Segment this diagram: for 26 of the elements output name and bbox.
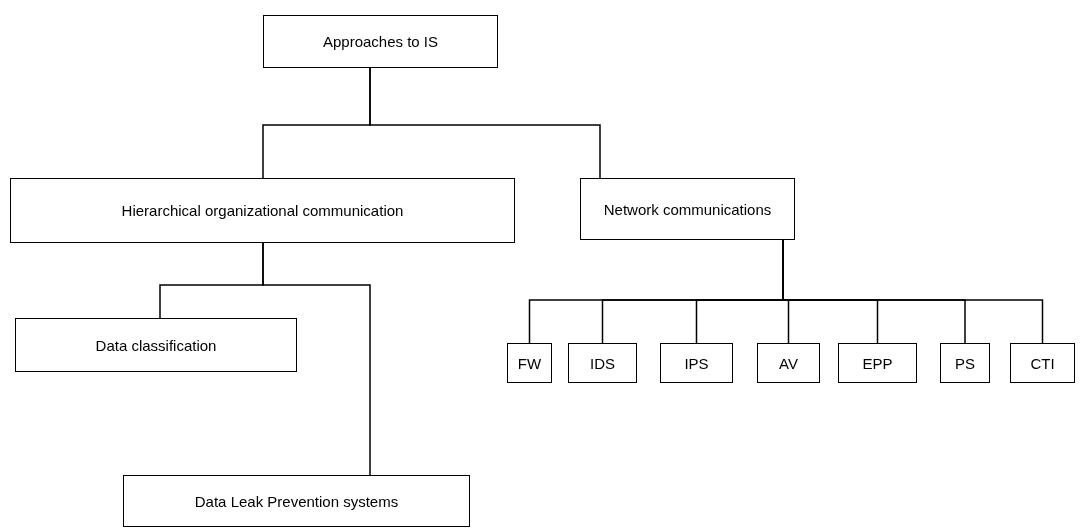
connector-line: [369, 67, 601, 179]
box-label: FW: [517, 354, 542, 372]
process-box: [507, 343, 552, 383]
box-label: Hierarchical organizational communication: [121, 202, 404, 219]
process-box: [838, 343, 917, 383]
process-box: [580, 178, 795, 240]
box-label: IDS: [590, 354, 615, 372]
process-box: [15, 318, 297, 372]
process-box: [10, 178, 515, 243]
process-box: [263, 15, 498, 68]
process-box: [757, 343, 820, 383]
box-label: CTI: [1030, 354, 1055, 372]
box-label: AV: [779, 354, 798, 372]
process-box: [940, 343, 990, 383]
box-label: EPP: [862, 354, 893, 372]
box-label: PS: [955, 354, 975, 372]
box-label: IPS: [684, 354, 709, 372]
box-label: Data Leak Prevention systems: [194, 492, 399, 510]
process-box: [660, 343, 733, 383]
connector-line: [262, 242, 371, 476]
box-label: Approaches to IS: [322, 33, 439, 50]
box-label: Network communications: [603, 200, 772, 218]
process-box: [1010, 343, 1075, 383]
process-box: [123, 475, 470, 527]
process-box: [568, 343, 637, 383]
box-label: Data classification: [95, 336, 217, 354]
